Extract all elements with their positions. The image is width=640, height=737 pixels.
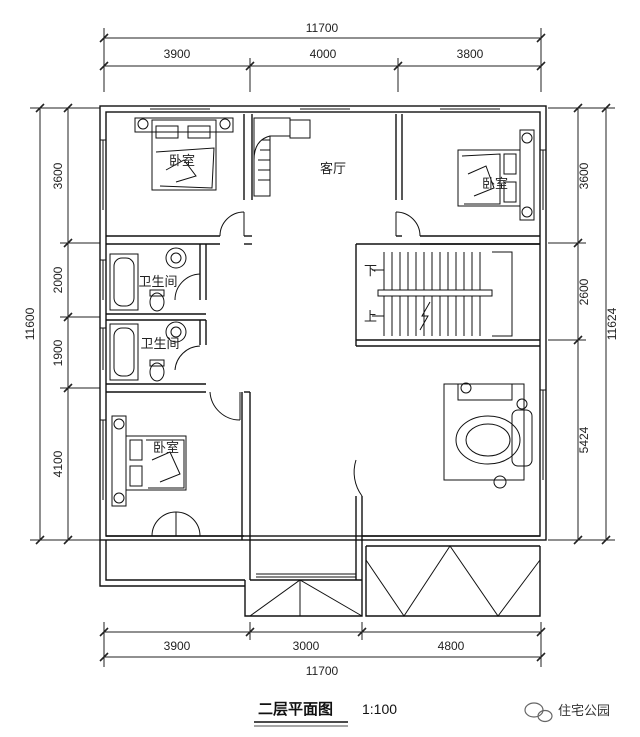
lounge-furniture bbox=[443, 382, 533, 489]
bay-windows bbox=[249, 545, 541, 617]
drawing-scale: 1:100 bbox=[362, 701, 397, 717]
dim-right-seg-3: 5424 bbox=[577, 426, 591, 453]
room-label-living-room: 客厅 bbox=[320, 161, 346, 177]
walls bbox=[99, 105, 547, 617]
stair-up-label: 上 bbox=[364, 310, 377, 325]
dim-top-seg-1: 3900 bbox=[164, 47, 191, 61]
room-label-bathroom-1: 卫生间 bbox=[138, 275, 177, 290]
dim-left-seg-3: 1900 bbox=[51, 339, 65, 366]
stair-down-label: 下 bbox=[364, 264, 377, 279]
dim-bottom-seg-2: 3000 bbox=[293, 639, 320, 653]
windows bbox=[100, 105, 546, 578]
room-label-bathroom-2: 卫生间 bbox=[140, 337, 179, 352]
dim-right-total: 11624 bbox=[605, 307, 619, 340]
dim-bottom-seg-1: 3900 bbox=[164, 639, 191, 653]
dim-top-seg-2: 4000 bbox=[310, 47, 337, 61]
room-label-bedroom-bottom-left: 卧室 bbox=[153, 440, 179, 456]
dim-left-seg-1: 3600 bbox=[51, 162, 65, 189]
wechat-icon bbox=[524, 702, 553, 723]
dim-bottom-seg-3: 4800 bbox=[438, 639, 465, 653]
bed-bottom-left bbox=[111, 415, 187, 507]
doors bbox=[151, 211, 421, 537]
dim-right-seg-1: 3600 bbox=[577, 162, 591, 189]
bathroom-fixtures bbox=[109, 247, 187, 382]
room-label-bedroom-top-left: 卧室 bbox=[169, 153, 195, 169]
dim-left-seg-2: 2000 bbox=[51, 266, 65, 293]
dimension-lines bbox=[30, 28, 615, 667]
watermark-text: 住宅公园 bbox=[558, 704, 610, 719]
dim-left-seg-4: 4100 bbox=[51, 450, 65, 477]
drawing-title: 二层平面图 bbox=[258, 700, 333, 718]
dim-left-total: 11600 bbox=[23, 307, 37, 340]
staircase bbox=[372, 251, 513, 337]
dim-top-seg-3: 3800 bbox=[457, 47, 484, 61]
bed-top-left bbox=[134, 117, 234, 191]
room-label-bedroom-top-right: 卧室 bbox=[482, 176, 508, 192]
dimension-ticks bbox=[35, 33, 611, 662]
corner-stair-cabinet bbox=[253, 117, 311, 197]
bed-top-right bbox=[457, 129, 535, 221]
dim-top-total: 11700 bbox=[306, 21, 339, 35]
dim-bottom-total: 11700 bbox=[306, 664, 339, 678]
dim-right-seg-2: 2600 bbox=[577, 278, 591, 305]
